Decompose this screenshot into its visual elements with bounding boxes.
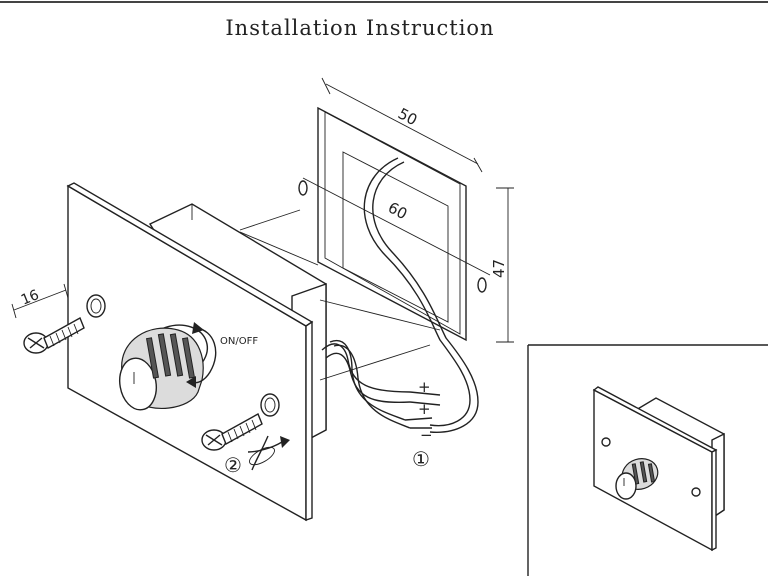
right-screw [201, 413, 263, 451]
terminal-plus-bottom: + [418, 400, 431, 418]
dimension-50-label: 50 [395, 104, 420, 129]
step-1-marker: ① [412, 447, 430, 471]
step-2-marker: ② [224, 453, 242, 477]
dimension-16-label: 16 [19, 287, 42, 309]
left-screw [23, 317, 85, 354]
installed-view-inset [527, 344, 768, 576]
wall-hole-left [298, 180, 308, 196]
dimension-16: 16 [11, 283, 69, 319]
terminal-plus-top: + [418, 378, 431, 396]
page-title: Installation Instruction [225, 16, 495, 40]
dimension-47-label: 47 [490, 259, 508, 278]
dimension-47: 47 [490, 187, 514, 343]
rotary-knob [119, 322, 217, 411]
inset-screw-right [691, 487, 701, 497]
inset-screw-left [601, 437, 611, 447]
faceplate-hole-left [86, 294, 106, 318]
on-off-label: ON/OFF [220, 336, 258, 347]
twist-arrow [247, 435, 290, 471]
wall-hole-right [477, 277, 487, 293]
faceplate-hole-right [260, 393, 280, 417]
terminal-minus: − [420, 426, 433, 444]
terminal-wires [321, 339, 441, 429]
supply-cable [363, 157, 479, 433]
